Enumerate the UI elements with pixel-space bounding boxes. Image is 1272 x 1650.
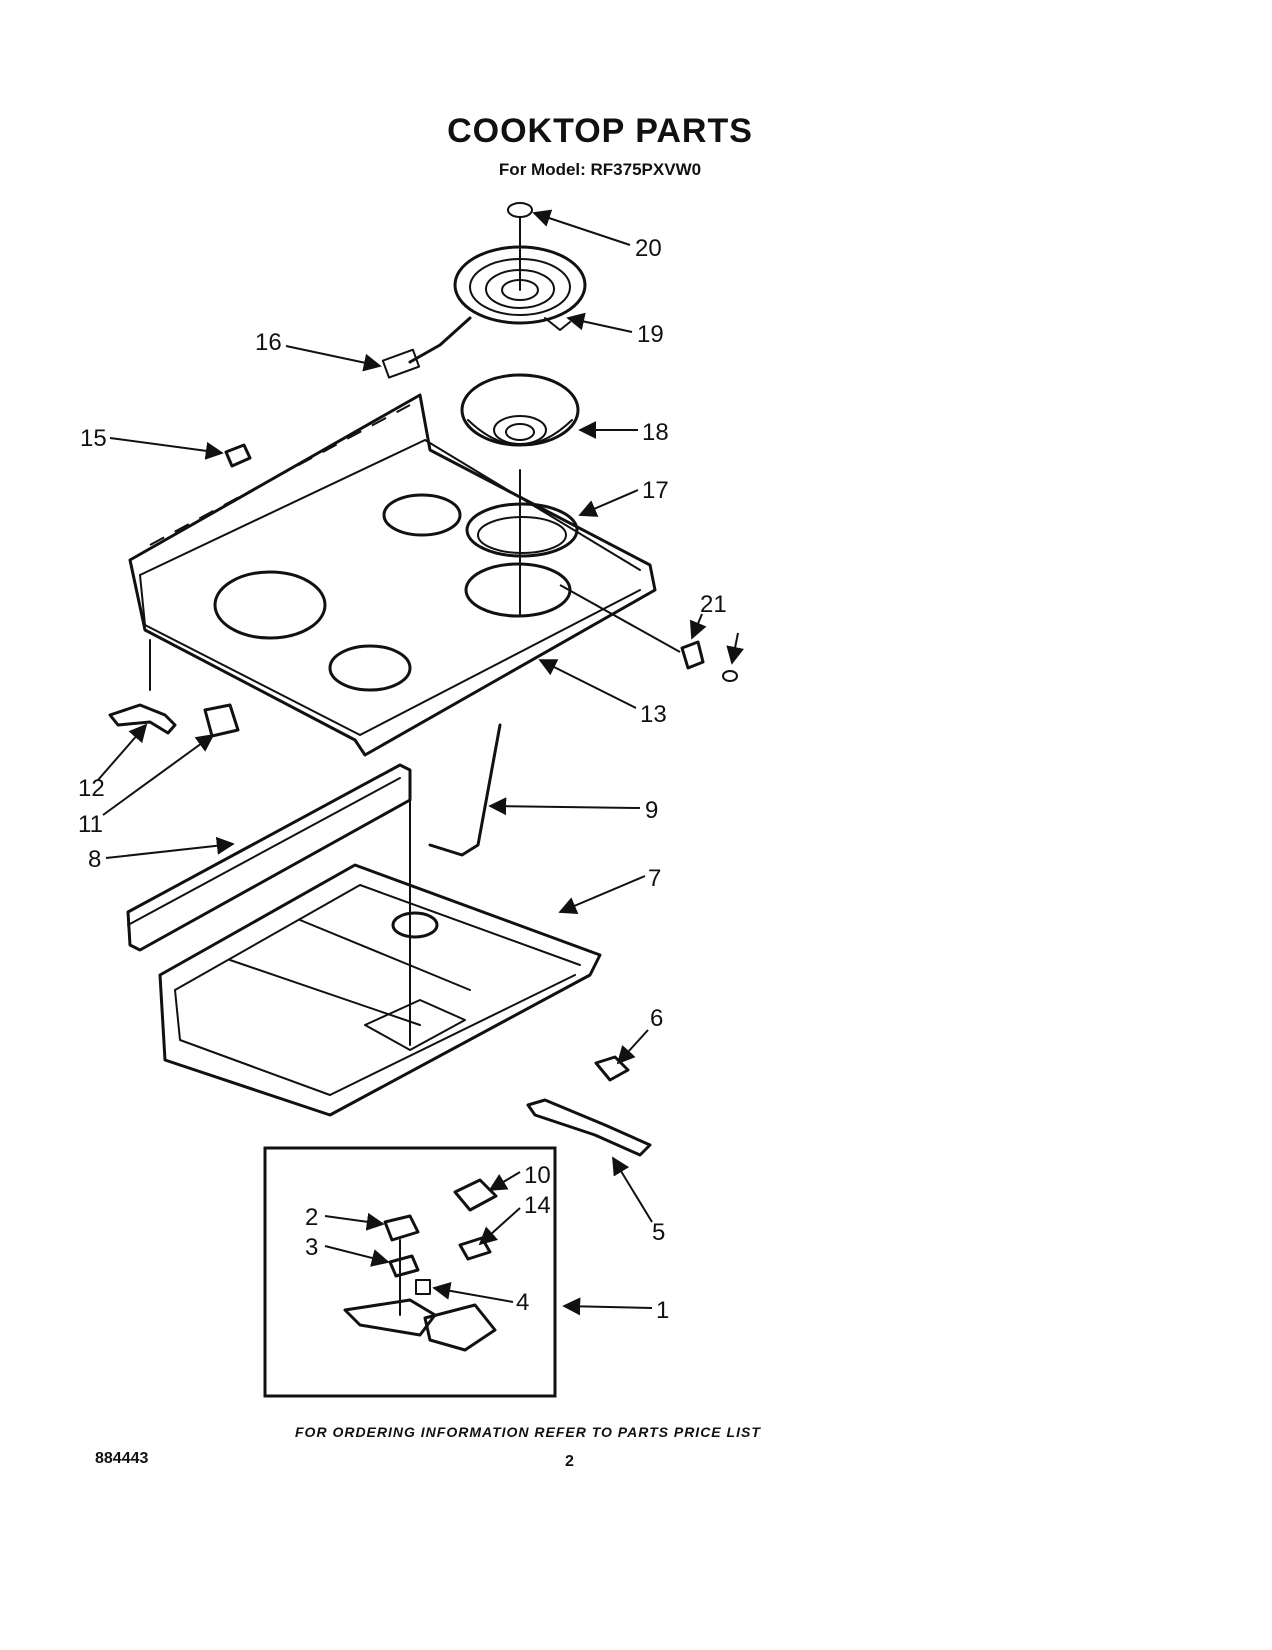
callout-4: 4 (516, 1289, 529, 1316)
callout-13: 13 (640, 701, 667, 728)
cooktop-illustration (128, 393, 657, 757)
terminal-block-illustration (343, 1178, 498, 1352)
page-number: 2 (565, 1453, 574, 1470)
callout-21: 21 (700, 591, 727, 618)
callout-15: 15 (80, 425, 107, 452)
callout-labels: 20 19 16 15 18 17 21 13 12 11 8 9 7 6 10… (78, 235, 727, 1324)
callout-17: 17 (642, 477, 669, 504)
page-title: COOKTOP PARTS (447, 112, 753, 150)
callout-12: 12 (78, 775, 105, 802)
callout-20: 20 (635, 235, 662, 262)
small-parts-illustration (108, 443, 738, 738)
callout-7: 7 (648, 865, 661, 892)
callout-11: 11 (78, 811, 103, 838)
callout-2: 2 (305, 1204, 318, 1231)
callout-19: 19 (637, 321, 664, 348)
document-number: 884443 (95, 1450, 149, 1467)
drip-bowl-illustration (460, 373, 580, 447)
callout-8: 8 (88, 846, 101, 873)
bracket-parts-illustration (526, 1055, 652, 1157)
surface-element-illustration (381, 202, 587, 379)
callout-10: 10 (524, 1162, 551, 1189)
leader-lines (97, 209, 745, 1316)
burner-box-illustration (158, 863, 602, 1117)
callout-1: 1 (656, 1297, 669, 1324)
callout-16: 16 (255, 329, 282, 356)
callout-18: 18 (642, 419, 669, 446)
rail-and-rod-illustration (126, 723, 502, 1046)
trim-ring-illustration (465, 469, 579, 616)
callout-5: 5 (652, 1219, 665, 1246)
model-subtitle: For Model: RF375PXVW0 (498, 160, 702, 179)
callout-14: 14 (524, 1192, 551, 1219)
callout-6: 6 (650, 1005, 663, 1032)
ordering-note: FOR ORDERING INFORMATION REFER TO PARTS … (295, 1424, 761, 1440)
callout-3: 3 (305, 1234, 318, 1261)
callout-9: 9 (645, 797, 658, 824)
